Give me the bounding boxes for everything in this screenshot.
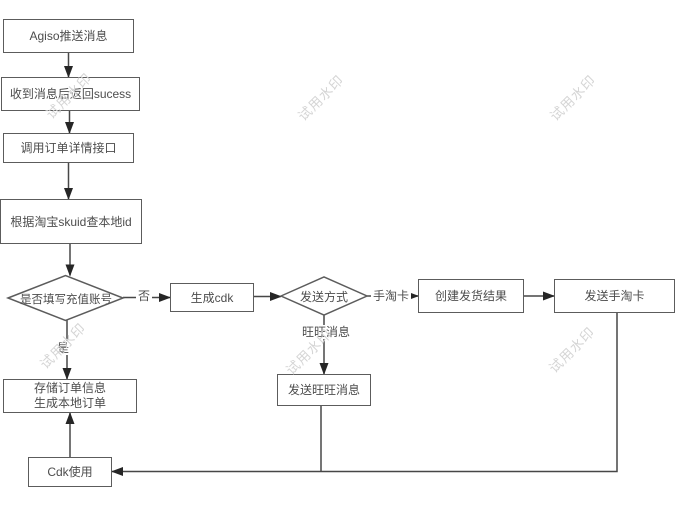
edge-label-yes: 是 (54, 341, 72, 355)
node-label: 发送旺旺消息 (287, 383, 360, 397)
node-send-taobao-card: 发送手淘卡 (554, 279, 675, 313)
node-label: 生成cdk (190, 290, 234, 305)
node-label: 收到消息后返回sucess (9, 87, 132, 101)
node-call-order-detail: 调用订单详情接口 (3, 133, 134, 163)
node-label-line2: 生成本地订单 (33, 396, 106, 410)
node-generate-cdk: 生成cdk (170, 283, 254, 312)
edge-label-hand-card: 手淘卡 (370, 289, 412, 303)
node-label: Cdk使用 (47, 465, 93, 479)
node-label: 发送手淘卡 (584, 289, 645, 303)
node-query-local-id: 根据淘宝skuid查本地id (0, 199, 142, 244)
node-return-success: 收到消息后返回sucess (1, 77, 140, 111)
node-label-line1: 存储订单信息 (33, 381, 106, 395)
node-agiso-push: Agiso推送消息 (3, 19, 134, 53)
node-label: 根据淘宝skuid查本地id (10, 214, 132, 229)
edge-label-wangwang: 旺旺消息 (299, 325, 353, 339)
node-create-delivery-result: 创建发货结果 (418, 279, 524, 313)
node-cdk-use: Cdk使用 (28, 457, 112, 487)
edge-label-no: 否 (135, 289, 153, 303)
node-send-wangwang: 发送旺旺消息 (277, 374, 371, 406)
node-label: Agiso推送消息 (29, 29, 108, 43)
node-label: 调用订单详情接口 (20, 141, 117, 155)
node-label: 创建发货结果 (434, 289, 507, 303)
node-store-order: 存储订单信息 生成本地订单 (3, 379, 137, 413)
decision-account-filled-shape (5, 274, 126, 322)
decision-send-method-shape (279, 276, 369, 316)
